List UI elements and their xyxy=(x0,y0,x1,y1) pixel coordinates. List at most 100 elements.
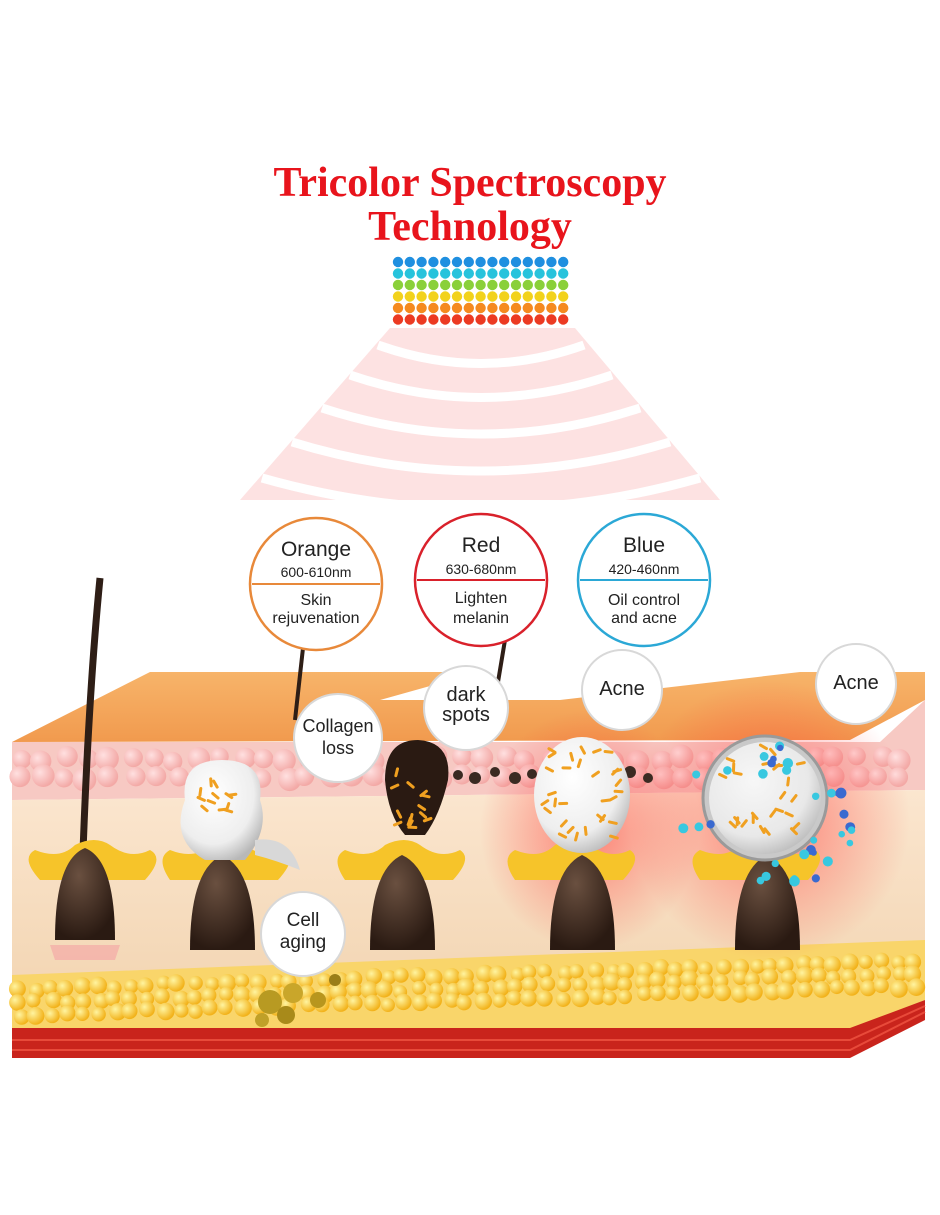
bacterium xyxy=(784,811,794,818)
fat-cell xyxy=(587,962,605,979)
fat-cell xyxy=(395,993,412,1011)
led-dot xyxy=(558,268,569,279)
fat-cell xyxy=(537,963,552,979)
led-dot xyxy=(463,302,474,314)
hair-follicle-acne xyxy=(507,737,636,950)
bacterium xyxy=(607,820,618,825)
led-dot xyxy=(416,302,427,314)
blue-particle xyxy=(822,856,833,867)
fat-cell xyxy=(442,967,461,986)
fat-cell xyxy=(521,964,537,980)
bacterium xyxy=(740,819,748,828)
fat-cell xyxy=(730,984,749,1003)
fat-cell xyxy=(172,990,190,1008)
fat-cell xyxy=(680,969,699,988)
fat-cells xyxy=(8,952,926,1025)
band-blue xyxy=(576,512,712,648)
led-dot xyxy=(487,291,498,302)
fat-cell xyxy=(156,975,171,991)
fat-cell xyxy=(233,986,251,1004)
fat-cell xyxy=(873,952,890,969)
led-dot xyxy=(475,302,486,314)
led-dot xyxy=(522,279,533,291)
led-dot xyxy=(440,256,451,268)
bacterium xyxy=(566,825,575,834)
band-red xyxy=(413,512,549,648)
hair-follicle-healthy xyxy=(28,577,157,960)
fat-cell xyxy=(89,976,108,995)
hair-follicle-dark-spot xyxy=(337,740,466,950)
fat-cell xyxy=(75,1006,90,1022)
fat-cell xyxy=(637,986,652,1001)
fat-cell xyxy=(456,995,472,1011)
led-dot xyxy=(522,268,533,279)
fat-cell xyxy=(45,991,62,1009)
led-dot xyxy=(463,314,474,325)
fat-cell xyxy=(634,973,652,991)
fat-cell xyxy=(298,973,313,989)
fat-cell xyxy=(201,999,218,1016)
fat-cell xyxy=(506,990,522,1006)
bacterium xyxy=(792,822,801,830)
bacterium xyxy=(206,799,217,805)
bacterium xyxy=(769,747,777,757)
fat-cell xyxy=(476,964,494,983)
fat-cell xyxy=(121,1003,138,1020)
led-dot xyxy=(558,279,569,291)
fat-cell xyxy=(217,999,233,1015)
led-dot xyxy=(534,268,545,279)
led-dot xyxy=(510,314,522,325)
led-dot xyxy=(546,291,557,302)
led-dot xyxy=(428,314,439,325)
bacterium xyxy=(583,825,588,836)
led-dot xyxy=(534,314,545,325)
bacterium xyxy=(609,834,619,840)
led-dot xyxy=(522,314,533,325)
bacterium xyxy=(763,827,771,836)
fat-cell xyxy=(56,979,74,997)
bacterium xyxy=(786,776,791,787)
fat-cell xyxy=(269,973,285,989)
fat-cell xyxy=(218,986,234,1002)
fat-cell xyxy=(91,1007,106,1022)
epidermis-cell xyxy=(162,751,183,772)
bacterium xyxy=(209,777,213,788)
fat-cell xyxy=(699,984,714,999)
fat-cell xyxy=(539,976,556,992)
fat-cell xyxy=(489,965,507,983)
led-dot xyxy=(404,302,415,314)
acne-label-2: Acne xyxy=(833,672,879,694)
fat-cell xyxy=(42,979,58,996)
led-dot xyxy=(404,268,415,279)
band-red-range: 630-680nm xyxy=(445,561,517,577)
fat-cell xyxy=(411,994,429,1012)
epidermis-cell xyxy=(56,745,78,767)
led-dot xyxy=(451,279,463,291)
fat-cell xyxy=(776,956,794,975)
bacterium xyxy=(774,807,784,813)
bacterium xyxy=(751,814,755,825)
fat-cell xyxy=(569,964,584,979)
fat-cell xyxy=(907,978,926,996)
hair-follicle-collagen xyxy=(162,760,300,950)
fat-cell xyxy=(139,1001,155,1018)
led-dot xyxy=(510,302,522,314)
fat-cell xyxy=(571,989,590,1008)
led-dot xyxy=(404,291,415,302)
band-orange-range: 600-610nm xyxy=(280,564,352,580)
bacterium xyxy=(790,794,798,803)
led-dot xyxy=(463,291,474,302)
blue-particle xyxy=(771,859,779,868)
led-dot xyxy=(499,314,510,325)
bacterium xyxy=(395,809,403,819)
fat-cell xyxy=(444,992,460,1008)
band-orange xyxy=(248,516,384,652)
bacterium xyxy=(540,799,550,807)
led-dot xyxy=(392,314,404,325)
led-dot xyxy=(510,279,522,291)
bacterium xyxy=(789,827,798,836)
led-dot xyxy=(522,291,533,302)
led-dot xyxy=(546,302,557,314)
blue-particle xyxy=(678,823,689,834)
